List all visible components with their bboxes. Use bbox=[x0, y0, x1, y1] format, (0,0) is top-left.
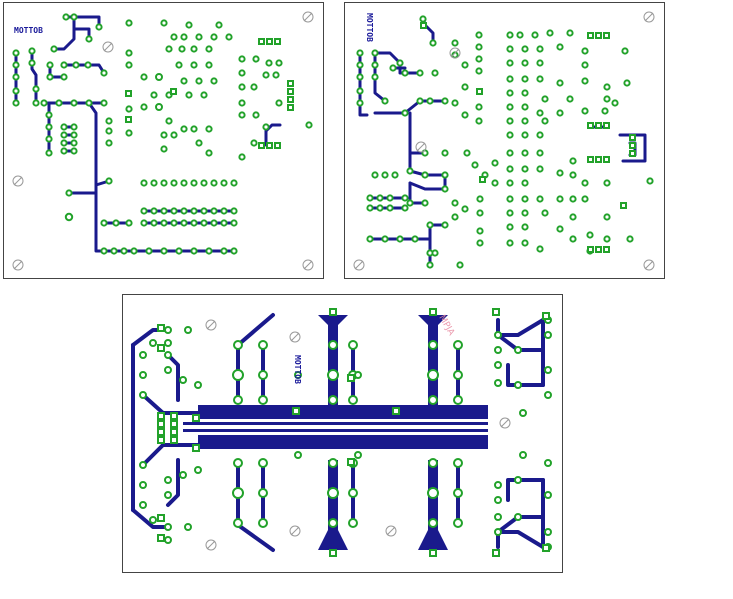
pads bbox=[12, 13, 313, 255]
pads bbox=[139, 316, 552, 551]
board-label: MOTTOB bbox=[293, 355, 302, 384]
mount-holes bbox=[205, 319, 511, 551]
pads bbox=[356, 15, 654, 269]
board-label: MOTTOB bbox=[14, 26, 43, 35]
watermark-text: MPJA bbox=[436, 314, 456, 339]
pcb-board-top-right: MOTTOB bbox=[344, 2, 665, 279]
board-label: MOTTOB bbox=[365, 13, 374, 42]
square-pads bbox=[420, 22, 636, 253]
pcb-board-bottom: MOTTOB MPJA bbox=[122, 294, 563, 573]
square-pads bbox=[125, 38, 294, 149]
bus-traces bbox=[183, 315, 488, 550]
mount-holes bbox=[353, 11, 655, 271]
traces bbox=[358, 15, 647, 267]
pcb-board-top-left: MOTTOB bbox=[3, 2, 324, 279]
square-pads bbox=[157, 308, 550, 557]
traces bbox=[131, 313, 545, 552]
mount-holes bbox=[12, 11, 314, 271]
